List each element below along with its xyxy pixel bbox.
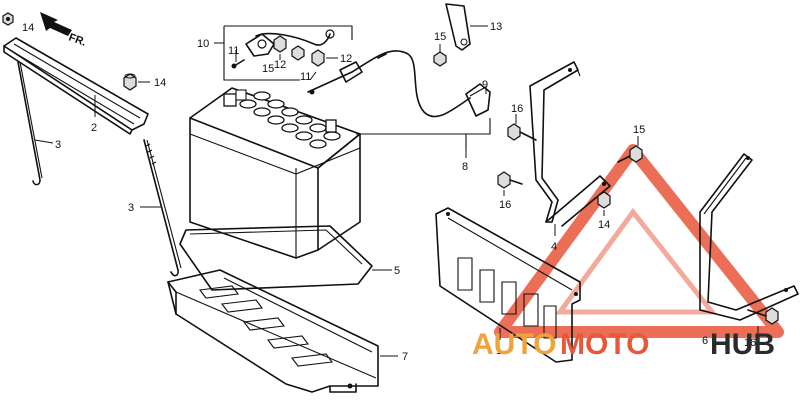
callout-10: 10 (197, 38, 209, 50)
callout-16-lower: 16 (499, 199, 511, 211)
watermark-triangle (494, 144, 784, 338)
nut-12-upper (273, 35, 287, 53)
part-5-tray-pad (179, 225, 373, 291)
callout-12-lower: 12 (340, 53, 352, 65)
bolt-15-upper (291, 45, 305, 61)
watermark-part-2: MOTO (560, 328, 649, 361)
callout-15-right: 15 (633, 124, 645, 136)
callout-9: 9 (482, 79, 488, 91)
nut-14-left (2, 12, 14, 26)
callout-15-upper: 15 (262, 63, 274, 75)
nut-12-lower (311, 49, 325, 67)
watermark-logo: AUTO MOTO HUB (472, 328, 775, 361)
watermark-part-1: AUTO (472, 328, 556, 361)
bolt-15-right (617, 145, 643, 163)
bolt-15-mid (433, 51, 447, 67)
callout-3-left: 3 (55, 139, 61, 151)
nut-14-center (123, 73, 137, 91)
part-2-hold-down-bar (3, 37, 149, 135)
callout-11-lower: 11 (300, 71, 311, 83)
part-13-clamp (445, 3, 471, 51)
part-7-battery-box (167, 269, 379, 393)
callout-13: 13 (490, 21, 502, 33)
bolt-16-right (747, 307, 779, 325)
bolt-16-lower (497, 171, 523, 189)
callout-3-right: 3 (128, 202, 134, 214)
nut-14-lower (597, 191, 611, 209)
part-1-side-cover (435, 207, 581, 363)
watermark-part-3: HUB (710, 328, 775, 361)
callout-14-left: 14 (22, 22, 34, 34)
callout-15-mid: 15 (434, 31, 446, 43)
callout-16-upper: 16 (511, 103, 523, 115)
callout-11-upper: 11 (228, 45, 239, 57)
callout-12-upper: 12 (274, 59, 286, 71)
bolt-11-upper (231, 59, 245, 69)
part-6-bracket (699, 153, 799, 321)
positive-cable (307, 50, 471, 118)
group-8-bracket (356, 118, 491, 150)
callout-2: 2 (91, 122, 97, 134)
callout-5: 5 (394, 265, 400, 277)
callout-1: 1 (496, 345, 502, 357)
callout-7: 7 (402, 351, 408, 363)
part-3-j-bolt-right (143, 139, 182, 277)
callout-14-center: 14 (154, 77, 166, 89)
bolt-16-upper (507, 123, 537, 141)
part-4-stay (529, 61, 611, 227)
front-direction-label: FR. (67, 32, 88, 49)
part-9-terminal-cover (465, 83, 491, 117)
callout-14-lower: 14 (598, 219, 610, 231)
part-3-j-bolt-left (17, 61, 43, 186)
battery (189, 87, 361, 259)
callout-4: 4 (551, 241, 557, 253)
callout-6: 6 (702, 335, 708, 347)
callout-8: 8 (462, 161, 468, 173)
callout-16-right: 16 (744, 337, 756, 349)
front-direction-arrow: FR. (40, 12, 88, 49)
group-10-bracket (223, 25, 353, 81)
negative-cable (245, 29, 335, 57)
